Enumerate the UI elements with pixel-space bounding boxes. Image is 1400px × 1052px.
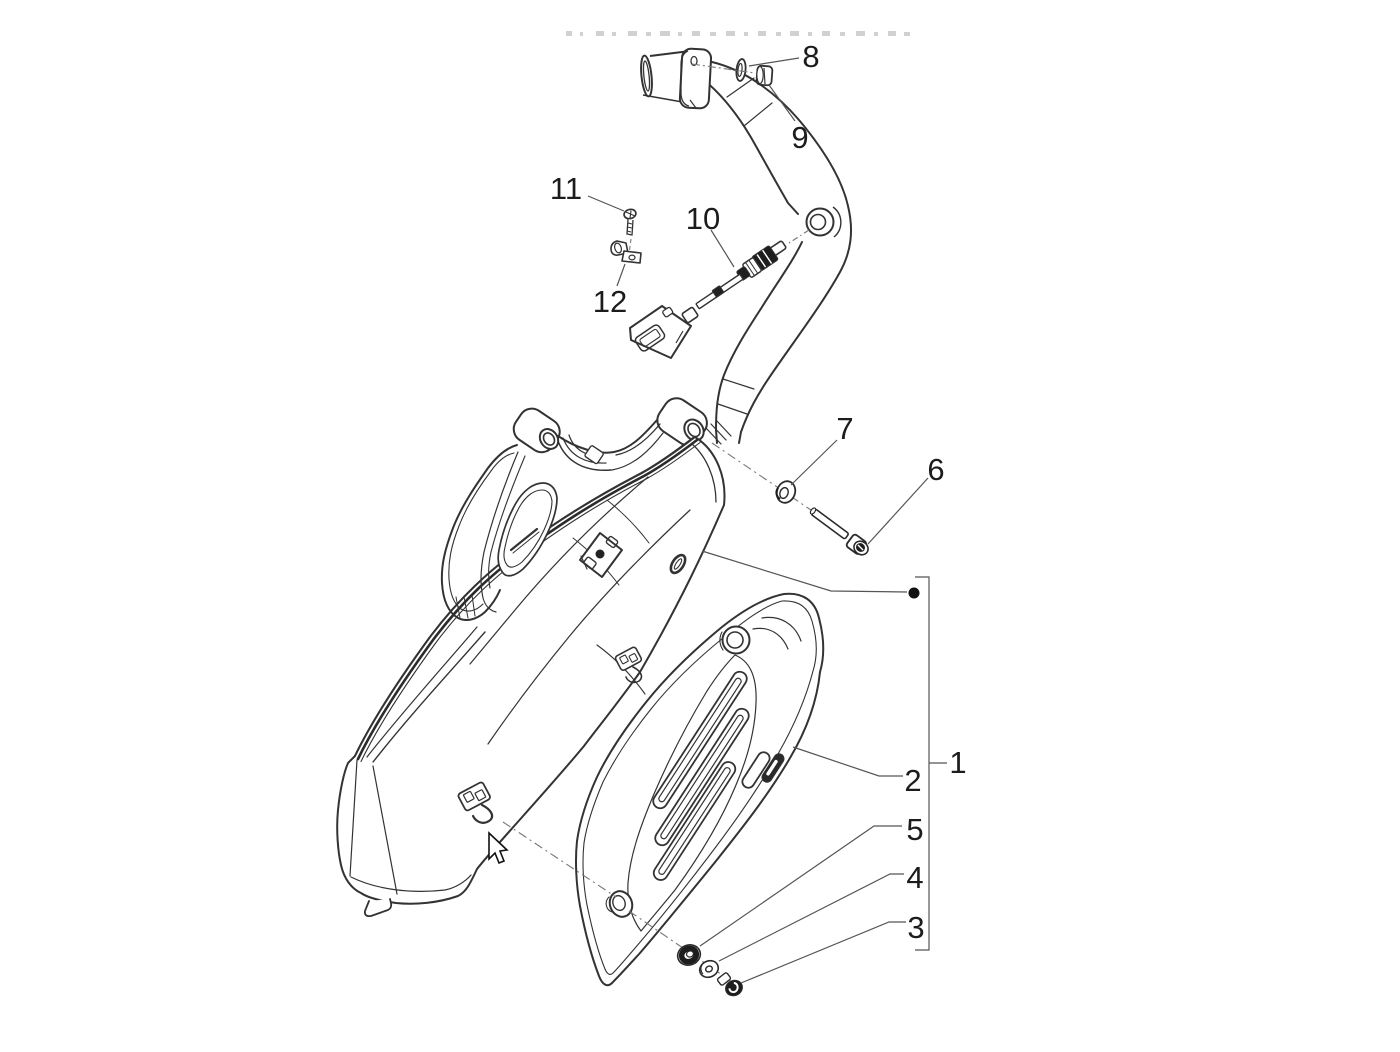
svg-text:9: 9 xyxy=(791,120,808,155)
svg-text:8: 8 xyxy=(802,39,819,74)
svg-text:12: 12 xyxy=(593,284,627,319)
svg-text:6: 6 xyxy=(927,452,944,487)
svg-text:5: 5 xyxy=(906,812,923,847)
svg-text:2: 2 xyxy=(904,763,921,798)
svg-text:4: 4 xyxy=(906,860,923,895)
svg-text:1: 1 xyxy=(949,745,966,780)
svg-text:10: 10 xyxy=(686,201,720,236)
svg-text:11: 11 xyxy=(550,171,582,206)
svg-text:3: 3 xyxy=(907,910,924,945)
svg-text:7: 7 xyxy=(836,411,853,446)
